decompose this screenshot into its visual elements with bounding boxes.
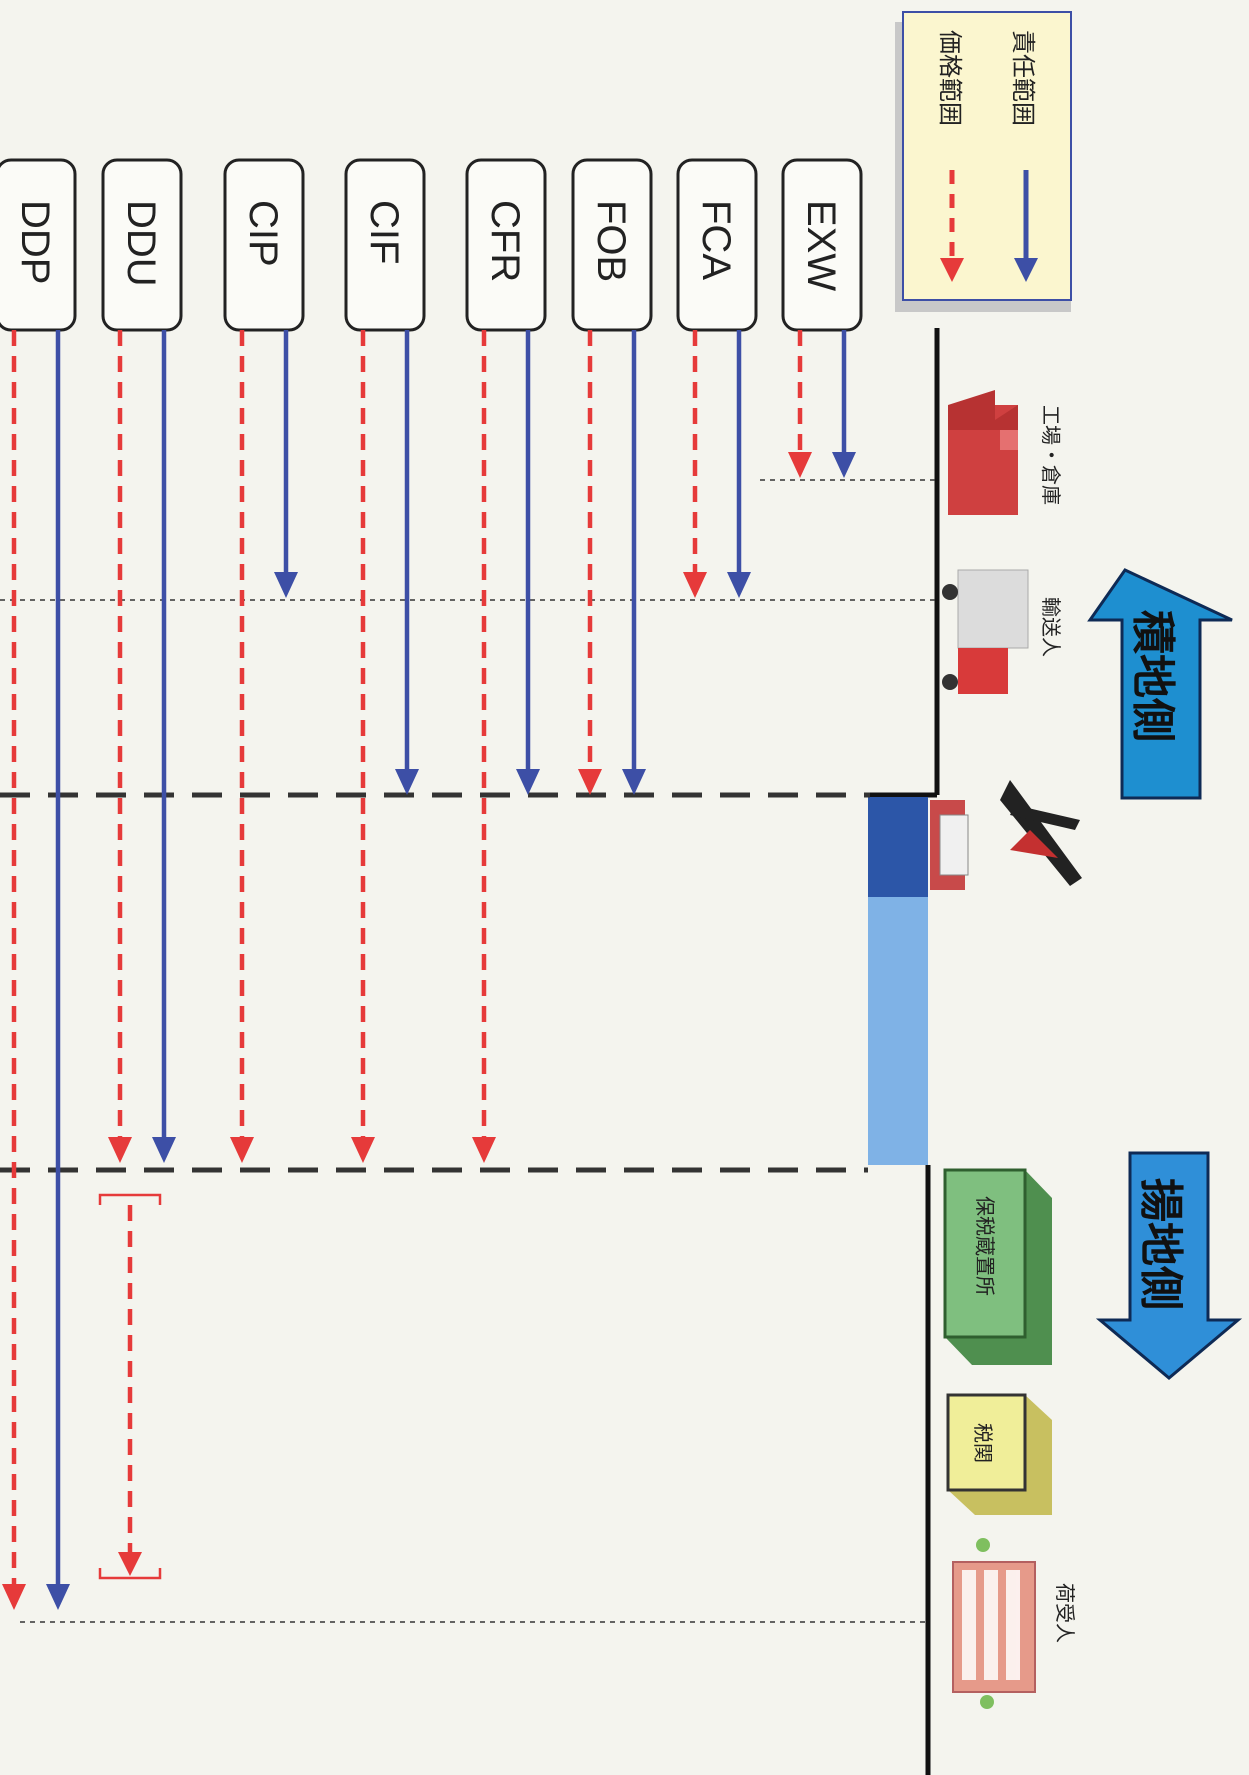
- term-code-fob: FOB: [589, 200, 633, 282]
- bonded-warehouse-icon: 保税蔵置所: [943, 1168, 1052, 1365]
- term-row-cfr: CFR: [465, 158, 547, 1163]
- factory-label: 工場・倉庫: [1039, 405, 1063, 505]
- responsibility-arrowhead-cfr: [516, 769, 540, 795]
- price-arrowhead-fob: [578, 769, 602, 795]
- term-box-cfr: [465, 158, 547, 332]
- customs-icon: 税関: [946, 1393, 1052, 1515]
- unloading-side-label: 揚地側: [1135, 1178, 1186, 1310]
- sea-light: [868, 897, 928, 1165]
- price-arrowhead-cip: [230, 1137, 254, 1163]
- loading-side-label: 積地側: [1127, 610, 1178, 742]
- term-box-cif: [344, 158, 426, 332]
- term-code-cfr: CFR: [483, 200, 527, 282]
- term-row-fca: FCA: [676, 158, 758, 598]
- responsibility-arrowhead-ddu: [152, 1137, 176, 1163]
- responsibility-arrowhead-exw: [832, 452, 856, 478]
- term-code-ddp: DDP: [13, 200, 57, 284]
- term-box-ddu: [101, 158, 183, 332]
- loading-side-arrow: 積地側: [1087, 568, 1233, 800]
- bonded-label: 保税蔵置所: [973, 1196, 997, 1296]
- responsibility-arrowhead-fob: [622, 769, 646, 795]
- legend: 責任範囲 価格範囲: [895, 11, 1072, 312]
- sea-dark: [868, 797, 928, 897]
- customs-label: 税関: [971, 1423, 995, 1463]
- legend-price: 価格範囲: [936, 30, 964, 282]
- responsibility-arrowhead-fca: [727, 572, 751, 598]
- term-row-ddp: DDP: [0, 158, 77, 1610]
- consignee-label: 荷受人: [1053, 1583, 1077, 1643]
- legend-price-label: 価格範囲: [936, 30, 964, 126]
- term-box-exw: [781, 158, 863, 332]
- price-arrowhead-fca: [683, 572, 707, 598]
- baseline: [868, 328, 940, 1775]
- term-box-fob: [571, 158, 653, 332]
- consignee-icon: 荷受人: [952, 1538, 1077, 1709]
- term-code-ddu: DDU: [119, 200, 163, 287]
- term-row-cif: CIF: [344, 158, 426, 1163]
- term-code-exw: EXW: [799, 200, 843, 291]
- responsibility-arrowhead-cif: [395, 769, 419, 795]
- responsibility-arrowhead-cip: [274, 572, 298, 598]
- price-arrowhead-exw: [788, 452, 812, 478]
- guide-lines: [0, 479, 935, 1623]
- legend-responsibility: 責任範囲: [1009, 30, 1038, 282]
- term-code-cip: CIP: [241, 200, 285, 267]
- term-row-ddu: DDU: [101, 158, 183, 1576]
- term-code-fca: FCA: [694, 200, 738, 280]
- term-row-exw: EXW: [781, 158, 863, 478]
- term-box-ddp: [0, 158, 77, 332]
- term-row-cip: CIP: [223, 158, 305, 1163]
- term-rows: EXW FCA FOB CFR CIF CIP DDU DDP: [0, 158, 863, 1610]
- ddu-optional-price-arrowhead: [118, 1552, 142, 1576]
- carrier-label: 輸送人: [1039, 597, 1063, 657]
- responsibility-arrowhead-ddp: [46, 1584, 70, 1610]
- price-arrowhead-cif: [351, 1137, 375, 1163]
- term-code-cif: CIF: [362, 200, 406, 264]
- carrier-icon: 輸送人: [942, 569, 1063, 694]
- ddu-bracket: [98, 1193, 162, 1580]
- unloading-side-arrow: 揚地側: [1095, 1151, 1243, 1380]
- legend-responsibility-label: 責任範囲: [1009, 30, 1037, 126]
- price-arrowhead-ddu: [108, 1137, 132, 1163]
- price-arrowhead-cfr: [472, 1137, 496, 1163]
- factory-icon: 工場・倉庫: [948, 390, 1063, 515]
- ship-plane-icon: [930, 780, 1082, 890]
- term-row-fob: FOB: [571, 158, 653, 795]
- term-box-fca: [676, 158, 758, 332]
- price-arrowhead-ddp: [2, 1584, 26, 1610]
- term-box-cip: [223, 158, 305, 332]
